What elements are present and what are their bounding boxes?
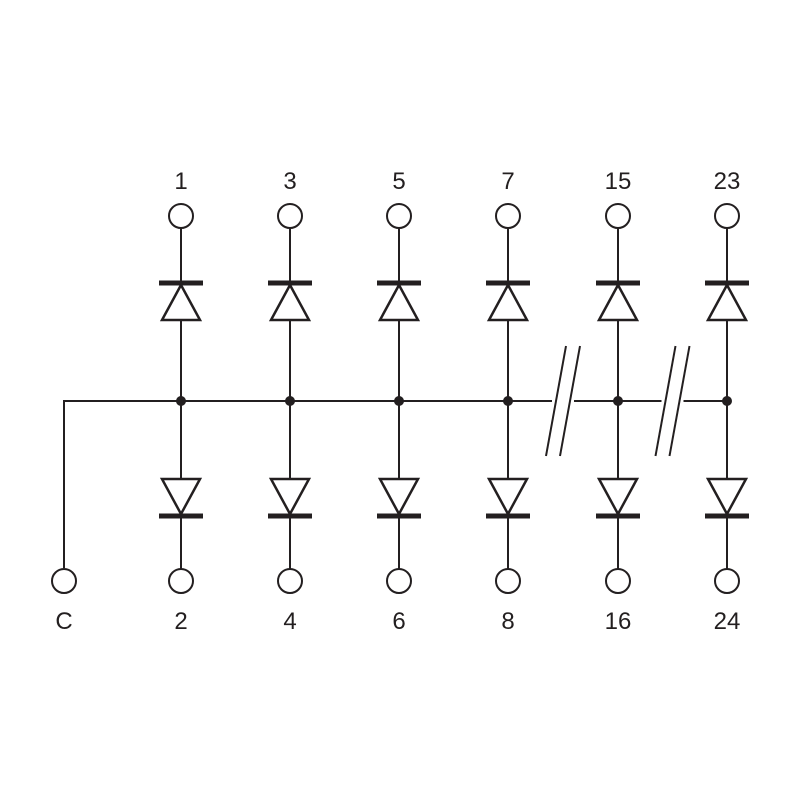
diode-lower-24 [705, 477, 749, 517]
pin-pad-2 [168, 568, 194, 594]
junction-dot-5 [394, 396, 404, 406]
pin-pad-1 [168, 203, 194, 229]
channel-5-6: 56 [377, 168, 421, 635]
channel-7-8: 78 [486, 168, 530, 635]
diode-lower-2 [159, 477, 203, 517]
pin-label-16: 16 [605, 608, 632, 635]
pin-label-5: 5 [392, 168, 405, 195]
diode-lower-16 [596, 477, 640, 517]
pin-label-15: 15 [605, 168, 632, 195]
diode-upper-1 [159, 282, 203, 322]
junction-dot-3 [285, 396, 295, 406]
junction-dot-7 [503, 396, 513, 406]
junction-dot-23 [722, 396, 732, 406]
diode-upper-23 [705, 282, 749, 322]
bus-break-marks [545, 345, 691, 457]
diode-upper-15 [596, 282, 640, 322]
pin-label-3: 3 [283, 168, 296, 195]
channel-1-2: 12 [159, 168, 203, 635]
channel-3-4: 34 [268, 168, 312, 635]
common-terminal-label: C [55, 608, 72, 635]
diode-lower-6 [377, 477, 421, 517]
pin-label-8: 8 [501, 608, 514, 635]
junction-dot-15 [613, 396, 623, 406]
pin-pad-5 [386, 203, 412, 229]
diode-lower-8 [486, 477, 530, 517]
pin-label-23: 23 [714, 168, 741, 195]
pin-pad-3 [277, 203, 303, 229]
break-stroke [545, 345, 567, 457]
pin-label-2: 2 [174, 608, 187, 635]
pin-pad-23 [714, 203, 740, 229]
pin-label-4: 4 [283, 608, 296, 635]
break-stroke [559, 345, 581, 457]
diode-upper-5 [377, 282, 421, 322]
pin-label-1: 1 [174, 168, 187, 195]
pin-pad-4 [277, 568, 303, 594]
junction-dot-1 [176, 396, 186, 406]
pin-label-6: 6 [392, 608, 405, 635]
channel-23-24: 23 24 [705, 168, 749, 635]
pin-label-24: 24 [714, 608, 741, 635]
pin-pad-15 [605, 203, 631, 229]
pin-label-7: 7 [501, 168, 514, 195]
pin-pad-24 [714, 568, 740, 594]
diode-upper-3 [268, 282, 312, 322]
pin-pad-7 [495, 203, 521, 229]
pin-pad-16 [605, 568, 631, 594]
diode-lower-4 [268, 477, 312, 517]
common-terminal-pad [51, 568, 77, 594]
break-stroke [654, 345, 677, 457]
pin-pad-8 [495, 568, 521, 594]
break-stroke [668, 345, 691, 457]
common-terminal: C [51, 400, 180, 635]
common-lead [63, 400, 180, 568]
pin-pad-6 [386, 568, 412, 594]
diode-upper-7 [486, 282, 530, 322]
